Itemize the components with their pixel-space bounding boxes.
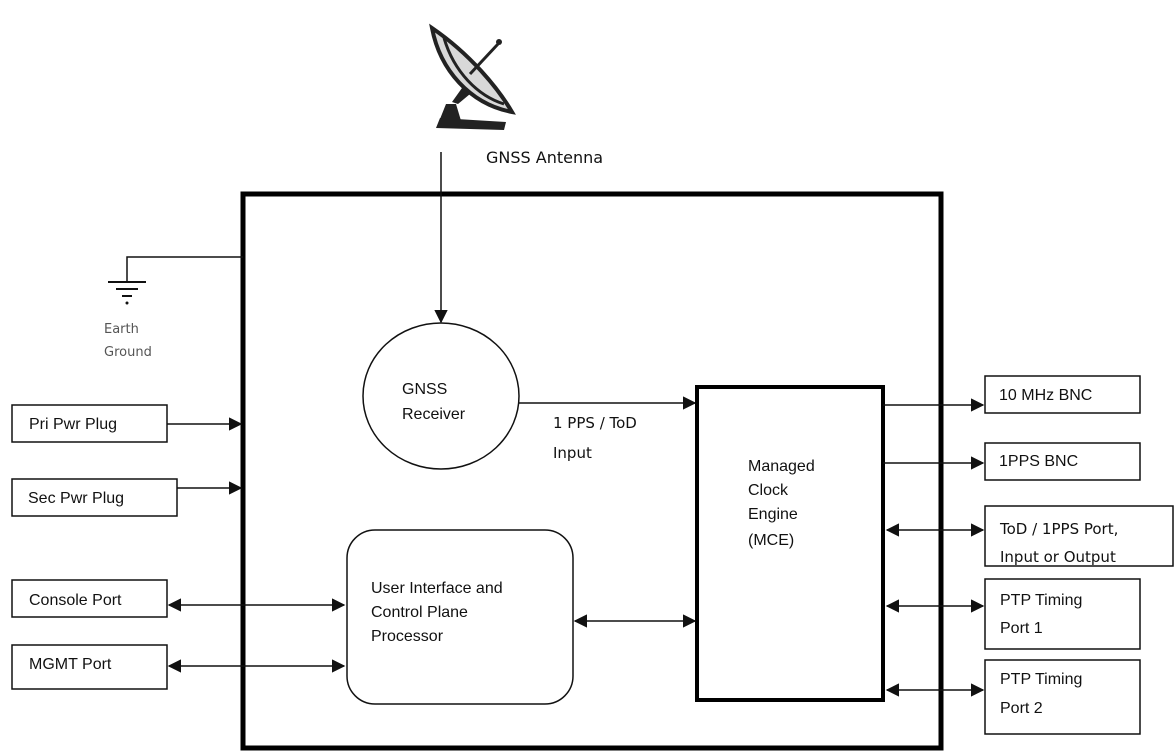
ptp1-label-line2: Port 1 xyxy=(1000,620,1043,637)
tod-port-box xyxy=(984,505,1174,567)
bnc-10mhz-box xyxy=(984,375,1141,414)
mgmt-port-box xyxy=(11,644,168,690)
ui-processor-label-line1: User Interface and xyxy=(371,580,503,597)
mgmt-port-label: MGMT Port xyxy=(29,656,112,673)
ground-label-line1: Earth xyxy=(104,322,139,337)
mce-box xyxy=(695,385,885,702)
enclosure-box xyxy=(240,191,944,751)
ptp2-label-line2: Port 2 xyxy=(1000,700,1043,717)
receiver-label-line2: Receiver xyxy=(402,406,466,423)
bnc-1pps-label: 1PPS BNC xyxy=(999,453,1078,470)
ui-processor-label-line3: Processor xyxy=(371,628,444,645)
pri-pwr-label: Pri Pwr Plug xyxy=(29,416,117,433)
satellite-dish-icon xyxy=(429,23,516,130)
bnc-1pps-box xyxy=(984,442,1141,481)
ground-label-line2: Ground xyxy=(104,345,152,360)
sec-pwr-box xyxy=(11,478,178,517)
pri-pwr-box xyxy=(11,404,168,443)
console-port-box xyxy=(11,579,168,618)
ptp1-label-line1: PTP Timing xyxy=(1000,592,1082,609)
mce-label-line1: Managed xyxy=(748,458,815,475)
ui-processor-label-line2: Control Plane xyxy=(371,604,468,621)
mce-label-line2: Clock xyxy=(748,482,789,499)
mce-label-line3: Engine xyxy=(748,506,798,523)
bnc-10mhz-label: 10 MHz BNC xyxy=(999,387,1092,404)
ptp1-box xyxy=(984,578,1141,650)
ptp2-label-line1: PTP Timing xyxy=(1000,671,1082,688)
sec-pwr-label: Sec Pwr Plug xyxy=(28,490,124,507)
gnss-receiver-node xyxy=(362,322,520,470)
ui-processor-box xyxy=(346,529,574,705)
tod-port-label-line2: Input or Output xyxy=(1000,548,1116,566)
mce-label-line4: (MCE) xyxy=(748,532,794,549)
pps-link-label-line1: 1 PPS / ToD xyxy=(553,414,637,432)
pps-link-label-line2: Input xyxy=(553,444,592,462)
ptp2-box xyxy=(984,659,1141,735)
receiver-label-line1: GNSS xyxy=(402,381,447,398)
console-port-label: Console Port xyxy=(29,592,122,609)
tod-port-label-line1: ToD / 1PPS Port, xyxy=(999,520,1118,538)
antenna-label: GNSS Antenna xyxy=(486,148,603,167)
earth-ground-icon xyxy=(108,256,243,305)
